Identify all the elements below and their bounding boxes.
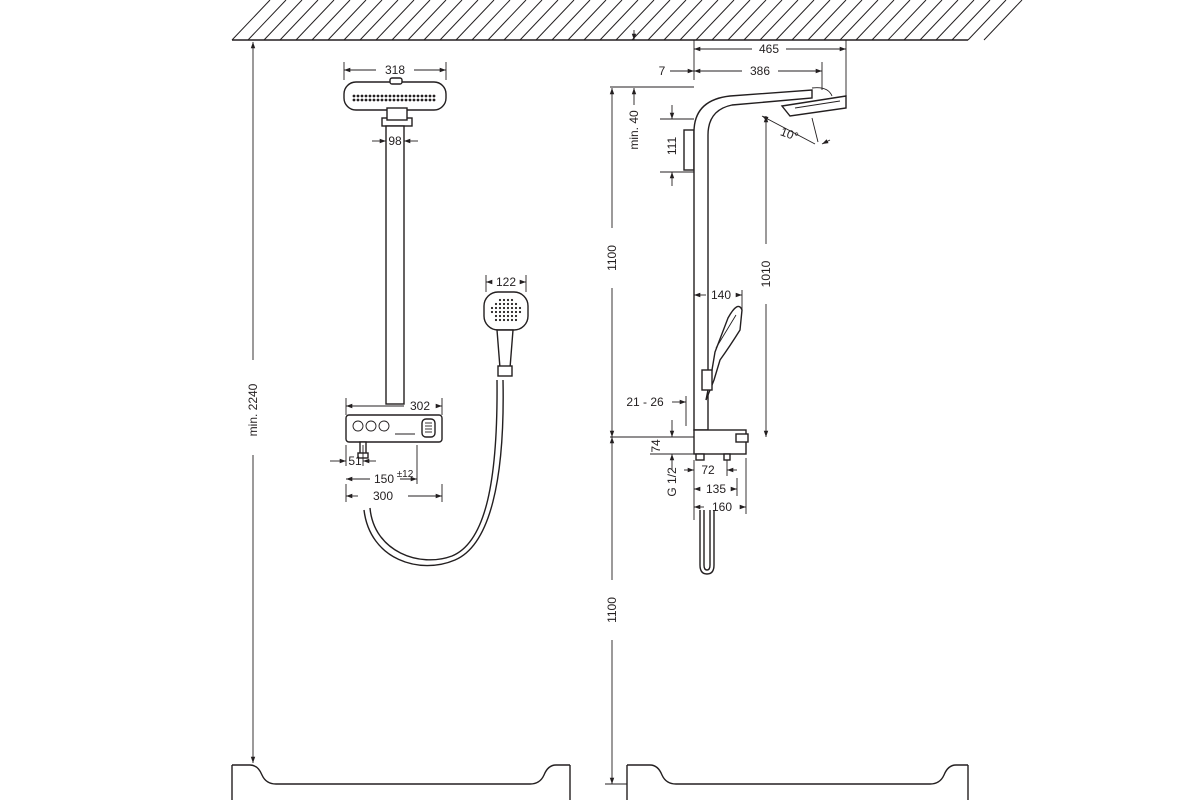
label-arm-width: 98: [388, 134, 402, 148]
hose-side: [699, 510, 715, 575]
dim-arm-width: 98: [372, 134, 418, 148]
dim-floor-height: 1100: [605, 437, 627, 785]
riser-pipe-front: [385, 125, 405, 405]
label-arm-drop: 111: [665, 137, 679, 156]
label-head-projection: 465: [759, 42, 779, 56]
label-ceiling-clearance: min. 40: [627, 110, 641, 150]
dim-arm-projection: 386: [694, 62, 823, 90]
label-thermostat-height: 74: [649, 439, 663, 453]
label-bracket-width: 300: [373, 489, 393, 503]
dim-thermostat-total-depth: 160: [694, 458, 747, 514]
label-head-tilt: 10°: [778, 125, 800, 144]
label-connection-tolerance: ±12: [397, 469, 414, 480]
dim-head-tilt: 10°: [761, 115, 831, 145]
overhead-shower-front: [343, 77, 447, 127]
dim-thermostat-width: 302: [345, 398, 443, 415]
dim-hand-shower-projection: 140: [694, 288, 743, 310]
overhead-shower-side: [780, 87, 847, 117]
front-view: 318 98 122 302 51: [246, 42, 529, 763]
label-hand-shower-projection: 140: [711, 288, 731, 302]
label-inlet-thread: G 1/2: [665, 467, 679, 497]
dim-bracket-width: 300: [345, 484, 443, 503]
dim-head-width: 318: [343, 62, 447, 80]
label-wall-distance: 21 - 26: [626, 395, 664, 409]
dim-overall-height: min. 2240: [246, 42, 260, 763]
dim-arm-drop: 111: [660, 105, 694, 186]
dim-wall-distance: 21 - 26: [626, 395, 687, 426]
dim-head-to-thermostat: 1010: [759, 116, 773, 437]
dim-rail-height: 1100: [605, 88, 619, 437]
label-inlet-offset: 72: [701, 463, 715, 477]
label-outlet-offset: 51: [348, 454, 362, 468]
dim-connection-spacing: 150 ±12: [346, 445, 418, 486]
thermostat-side: [693, 429, 749, 461]
thermostat-front: [345, 414, 443, 459]
label-hand-shower-width: 122: [496, 275, 516, 289]
label-overall-height: min. 2240: [246, 383, 260, 436]
dim-thermostat-height: 74: [610, 420, 694, 470]
label-thermostat-depth: 135: [706, 482, 726, 496]
dim-inlet-thread: G 1/2: [665, 467, 679, 497]
label-thermostat-width: 302: [410, 399, 430, 413]
label-connection-spacing: 150: [374, 472, 394, 486]
label-thermostat-total-depth: 160: [712, 500, 732, 514]
label-head-width: 318: [385, 63, 405, 77]
label-head-to-thermostat: 1010: [759, 260, 773, 287]
label-wall-gap: 7: [659, 64, 666, 78]
shower-arm-side: [693, 89, 813, 431]
ceiling-hatching: [231, 0, 1023, 41]
floor-tray-front: [231, 764, 571, 800]
label-rail-height: 1100: [605, 245, 619, 271]
label-arm-projection: 386: [750, 64, 770, 78]
dim-ceiling-clearance: min. 40: [610, 30, 694, 150]
dim-wall-gap: 7: [659, 64, 694, 78]
label-floor-height: 1100: [605, 597, 619, 623]
ceiling: [231, 0, 1023, 41]
floor-tray-side: [626, 764, 969, 800]
dim-head-projection: 465: [693, 40, 847, 96]
dim-outlet-offset: 51: [330, 445, 376, 468]
hand-shower-front: [483, 291, 529, 377]
dim-hand-shower-width: 122: [485, 275, 527, 292]
hose-front: [363, 379, 504, 567]
side-view: 465 386 7 min. 40 111: [605, 30, 847, 785]
dim-thermostat-depth: 135: [694, 478, 738, 496]
